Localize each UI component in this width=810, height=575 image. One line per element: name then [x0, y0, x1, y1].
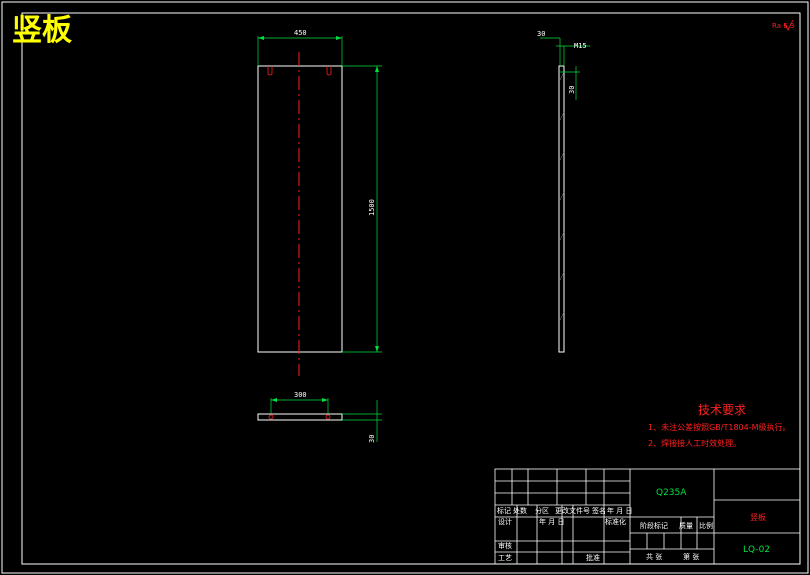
part-name: 竖板: [750, 512, 766, 522]
hdr-mark: 标记: [497, 506, 511, 515]
label-approve: 批准: [586, 553, 600, 562]
front-view: 450 1500: [257, 29, 382, 376]
drawing-number: LQ-02: [743, 545, 770, 555]
label-review: 审核: [498, 541, 512, 550]
title-block: [494, 468, 801, 565]
hdr-zone: 分区: [535, 506, 549, 515]
roughness-mark-label: Ra 6.3: [772, 22, 794, 30]
dim-side-thread: M15: [574, 42, 587, 50]
side-view: 30 M15 30: [537, 30, 590, 353]
dim-side-top: 30: [537, 30, 545, 38]
label-sheet-no: 第 张: [683, 552, 699, 561]
sheet-border-inner: [21, 12, 801, 565]
label-design: 设计: [498, 517, 512, 526]
hdr-count: 处数: [513, 506, 527, 515]
roughness-mark: Ra 6.3: [772, 19, 794, 31]
drawing-title: 竖板: [12, 13, 72, 48]
hdr-change-doc: 更改文件号: [555, 506, 590, 515]
label-total-sheets: 共 张: [646, 552, 662, 561]
top-view-outline: [257, 413, 343, 421]
side-view-outline: [558, 65, 565, 353]
label-standardize: 标准化: [605, 517, 626, 526]
title-block-header: 标记 处数 分区 更改文件号 签名 年 月 日: [497, 506, 632, 515]
tech-req-heading: 技术要求: [698, 403, 746, 417]
dim-top-thickness: 30: [368, 435, 376, 443]
label-craft: 工艺: [498, 554, 512, 562]
technical-requirements: 技术要求 1、未注公差按照GB/T1804-M级执行。 2、焊接接人工时效处理。: [648, 403, 791, 448]
label-stage-mark: 阶段标记: [640, 521, 668, 530]
hdr-sign: 签名: [592, 506, 606, 515]
slot-right: [326, 66, 332, 76]
label-weight: 质量: [679, 521, 693, 530]
dim-top-width: 300: [294, 391, 307, 399]
label-ymd-1: 年 月 日: [539, 517, 564, 526]
hole-right: [325, 414, 331, 420]
dim-side-depth: 30: [568, 86, 576, 94]
hole-left: [268, 414, 274, 420]
tech-req-line1: 1、未注公差按照GB/T1804-M级执行。: [648, 422, 791, 432]
front-view-outline: [257, 65, 343, 353]
label-scale: 比例: [699, 521, 713, 530]
tech-req-line2: 2、焊接接人工时效处理。: [648, 438, 741, 448]
dim-front-width: 450: [294, 29, 307, 37]
material-label: Q235A: [656, 488, 687, 498]
dim-front-height: 1500: [368, 199, 376, 216]
hdr-date: 年 月 日: [607, 506, 632, 515]
top-view: 300 30: [257, 391, 382, 443]
slot-left: [267, 66, 273, 76]
